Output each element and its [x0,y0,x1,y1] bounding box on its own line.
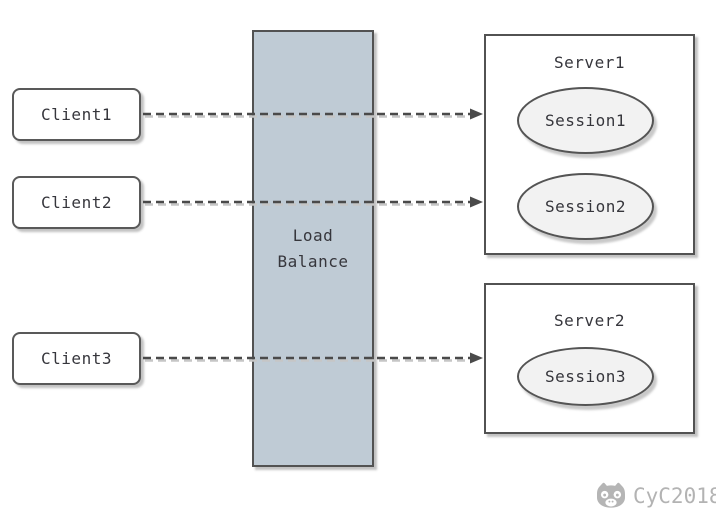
client3-node: Client3 [12,332,141,385]
load-balancer-node: Load Balance [252,30,374,467]
watermark: CyC2018 [594,482,716,510]
client3-label: Client3 [41,349,112,368]
cat-icon [594,482,628,510]
server1-label: Server1 [554,53,625,72]
session2-node: Session2 [517,173,654,240]
session3-node: Session3 [517,347,654,406]
server2-node: Server2 Session3 [484,283,695,434]
load-balancer-label-line2: Balance [277,251,349,271]
session1-label: Session1 [544,111,627,130]
client2-label: Client2 [41,193,112,212]
client1-label: Client1 [41,105,112,124]
client1-node: Client1 [12,88,141,141]
server2-label: Server2 [554,311,625,330]
session1-node: Session1 [517,87,654,154]
session2-label: Session2 [544,197,627,216]
load-balancer-label-line1: Load [292,225,334,245]
watermark-text: CyC2018 [633,484,716,508]
session3-label: Session3 [544,367,627,386]
client2-node: Client2 [12,176,141,229]
server1-node: Server1 Session1 Session2 [484,34,695,255]
